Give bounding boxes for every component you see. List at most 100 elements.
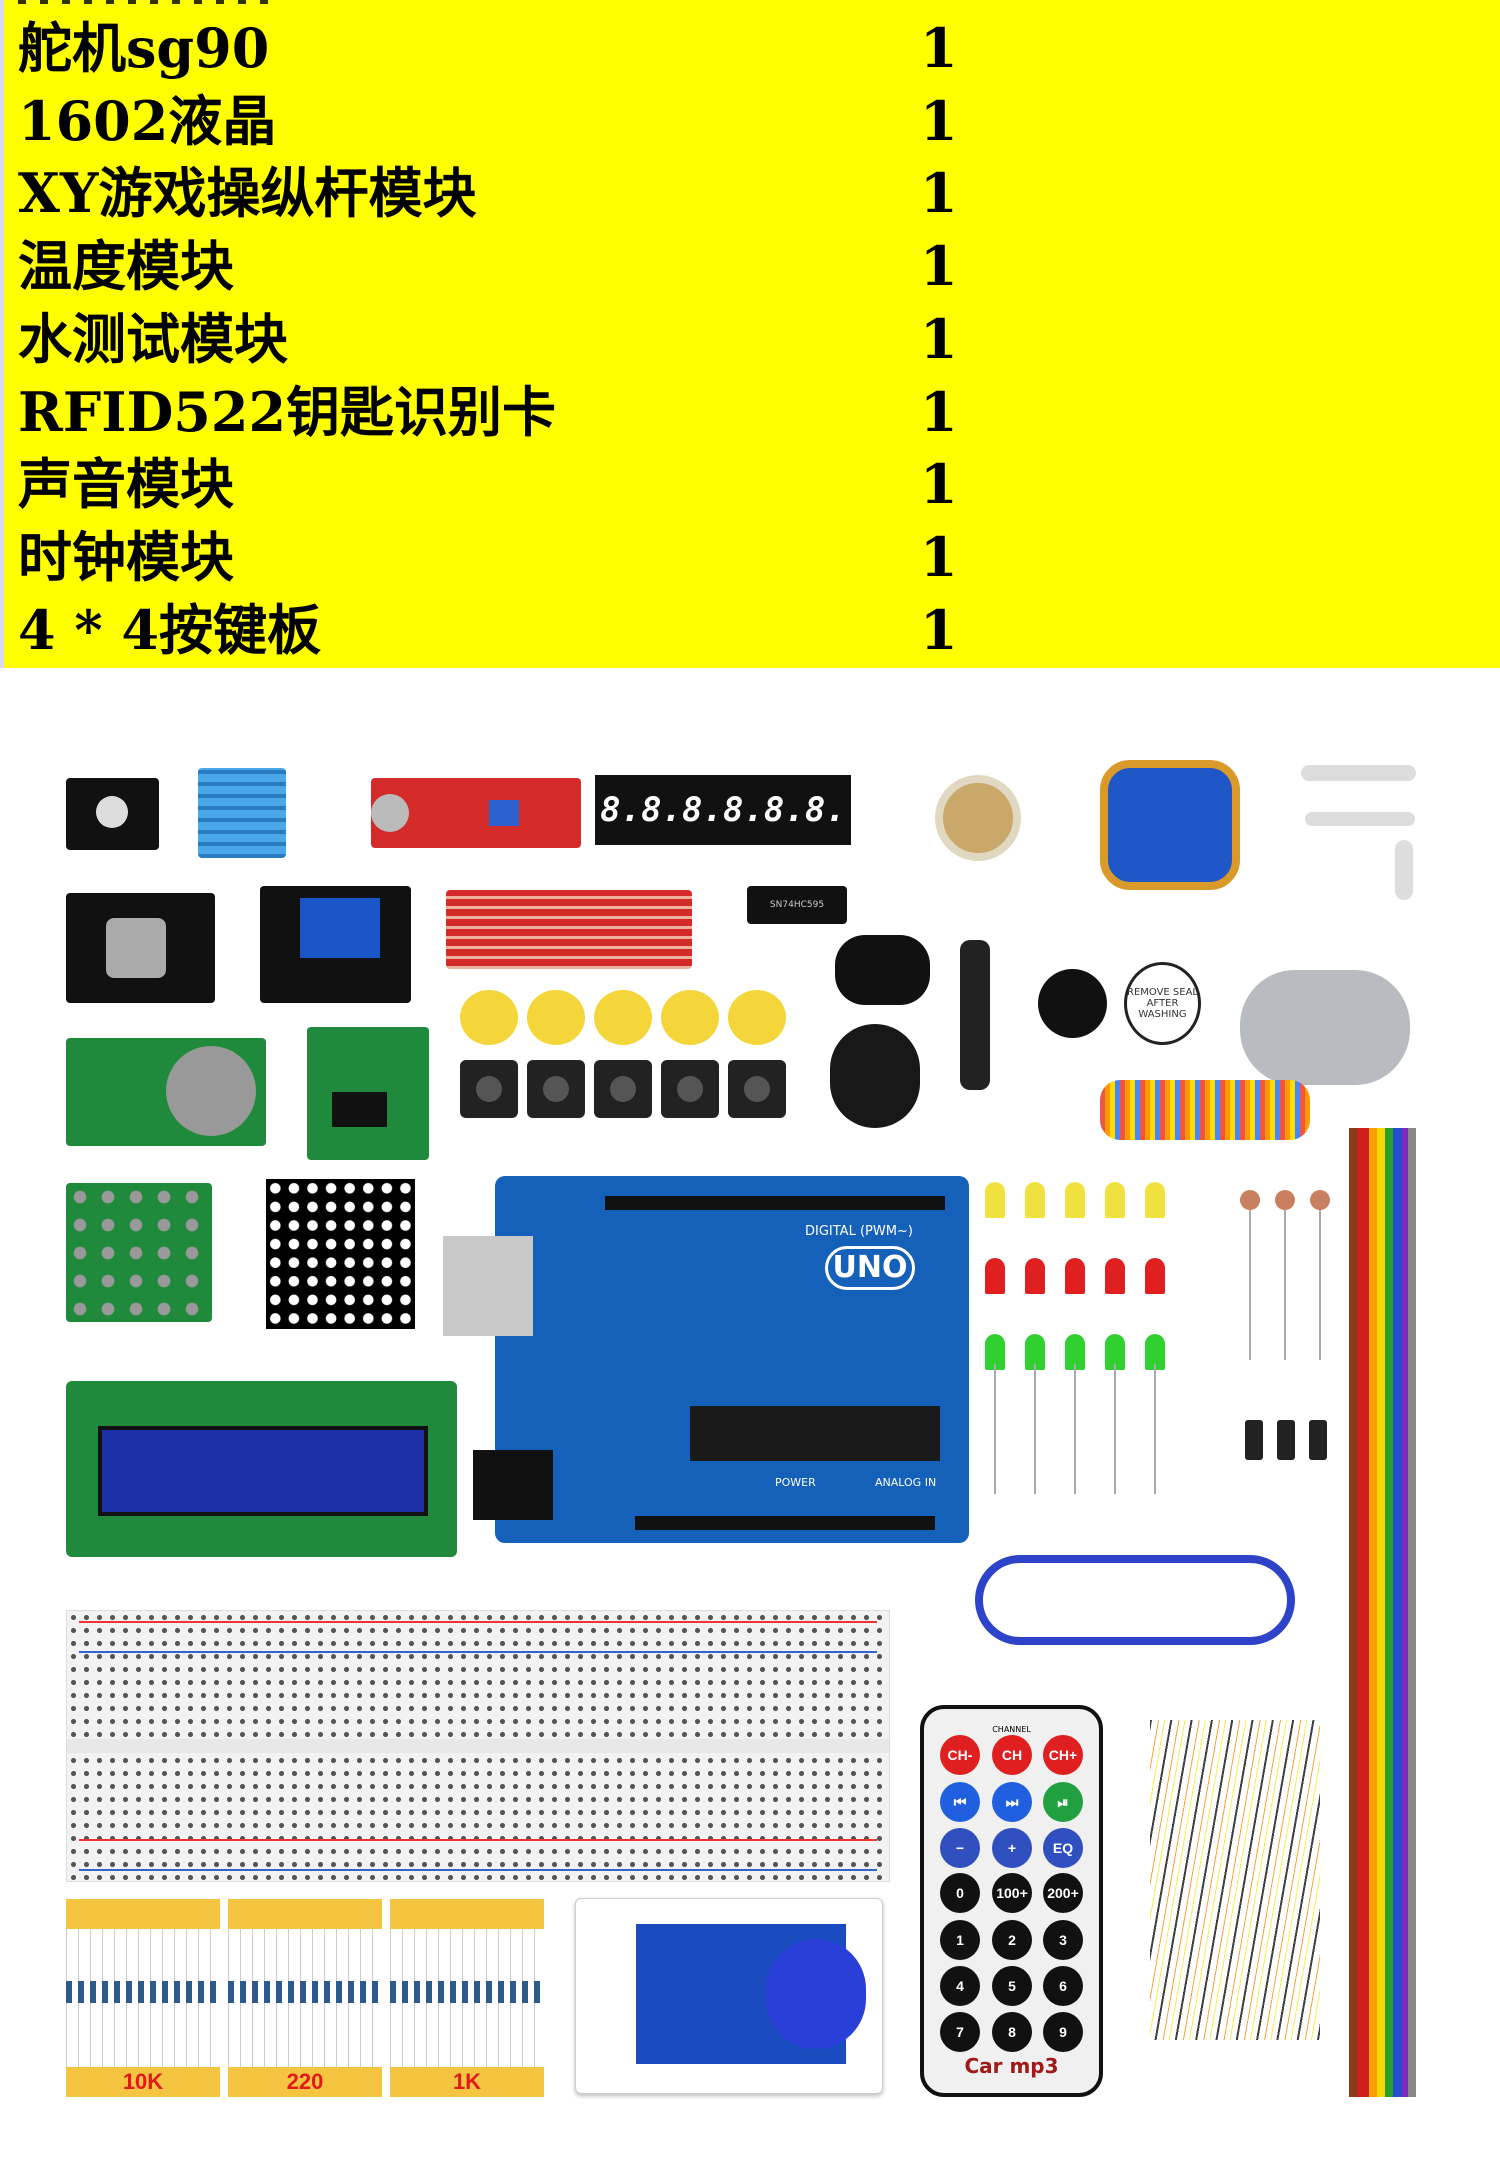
remote-channel-label: CHANNEL [992,1725,1031,1734]
photoresistor-leg [1249,1210,1251,1360]
servo-horn [1301,765,1416,781]
remote-button: 6 [1043,1966,1083,2006]
photoresistor [1275,1190,1295,1210]
yellow-button-cap [527,990,585,1045]
led-leg [1074,1364,1076,1494]
passive-buzzer: REMOVE SEAL AFTER WASHING [1124,962,1201,1045]
part-name: 温度模块 [18,234,234,299]
led [1065,1182,1085,1218]
led [1065,1258,1085,1294]
parts-list-row: 温度模块 1 [18,230,978,302]
remote-button: ⏯ [1043,1782,1083,1822]
led [1105,1182,1125,1218]
joystick-cap [830,1024,920,1128]
remote-brand: Car mp3 [964,2054,1059,2078]
part-name: 舵机sg90 [18,16,270,80]
remote-button: CH [992,1735,1032,1775]
part-qty: 1 [920,306,958,371]
led [1025,1334,1045,1370]
led-leg [1034,1364,1036,1494]
led-leg [1114,1364,1116,1494]
led [985,1182,1005,1218]
arduino-uno-board: UNO DIGITAL (PWM~) POWER ANALOG IN [495,1176,969,1543]
arduino-logo: UNO [825,1246,915,1290]
water-sensor [446,890,692,969]
remote-button: 100+ [992,1873,1032,1913]
led-leg [994,1364,996,1494]
photoresistor [1240,1190,1260,1210]
yellow-button-cap [594,990,652,1045]
tactile-switch [594,1060,652,1118]
led [1025,1182,1045,1218]
resistor-strip [228,1929,382,2067]
remote-button: 2 [992,1920,1032,1960]
rtc-clock-module [66,1038,266,1146]
remote-button: EQ [1043,1828,1083,1868]
resistor-label-tape: 220 [228,2067,382,2097]
part-qty: 1 [920,597,958,662]
part-name: 声音模块 [18,452,234,517]
remote-button: 1 [940,1920,980,1960]
part-name: 1602液晶 [18,88,277,153]
resistor-label-tape: 1K [390,2067,544,2097]
stepper-wires [1100,1080,1310,1140]
transistor [1277,1420,1295,1460]
header-pins [605,1196,945,1210]
remote-button: + [992,1828,1032,1868]
transistor [1309,1420,1327,1460]
remote-button: CH+ [1043,1735,1083,1775]
resistor-label-tape: 10K [66,2067,220,2097]
tactile-switch [460,1060,518,1118]
part-name: XY游戏操纵杆模块 [18,161,477,226]
part-qty: 1 [920,234,958,299]
servo-sg90 [1100,760,1240,890]
led-matrix-8x8 [266,1179,415,1329]
resistor-value: 10K [122,2069,164,2094]
resistor-strip [66,1929,220,2067]
relay-module [260,886,411,1003]
part-qty: 1 [920,379,958,444]
part-qty: 1 [920,161,958,226]
ks-module [66,778,159,850]
photoresistor [1310,1190,1330,1210]
keypad-4x4 [66,1183,212,1322]
led [1105,1258,1125,1294]
seven-segment-display: 8.8.8.8.8.8. [595,775,851,845]
usb-b-port [443,1236,533,1336]
resistor-value: 220 [286,2069,324,2094]
dc-plug [960,940,990,1090]
led [1065,1334,1085,1370]
joystick-module [66,893,215,1003]
remote-button: − [940,1828,980,1868]
remote-button: 8 [992,2012,1032,2052]
yellow-button-cap [728,990,786,1045]
buzzer [1038,969,1107,1038]
tactile-switch [527,1060,585,1118]
remote-button: 9 [1043,2012,1083,2052]
power-label: POWER [775,1476,816,1489]
usb-cable [975,1555,1295,1645]
remote-button: CH- [940,1735,980,1775]
servo-horn [1305,812,1415,826]
resistor-value: 1K [452,2069,482,2094]
part-name: 时钟模块 [18,524,234,589]
analog-label: ANALOG IN [875,1476,937,1489]
dupont-jumper-wires [1150,1720,1320,2040]
remote-button: 7 [940,2012,980,2052]
potentiometer [935,775,1021,861]
breadboard [66,1610,890,1882]
led [1145,1334,1165,1370]
led [1145,1258,1165,1294]
stepper-motor [1240,970,1410,1085]
parts-list-row: 1602液晶 1 [18,85,978,157]
part-qty: 1 [920,16,958,80]
transistor [1245,1420,1263,1460]
part-qty: 1 [920,88,958,153]
resistor-tape [228,1899,382,1929]
remote-button: 4 [940,1966,980,2006]
